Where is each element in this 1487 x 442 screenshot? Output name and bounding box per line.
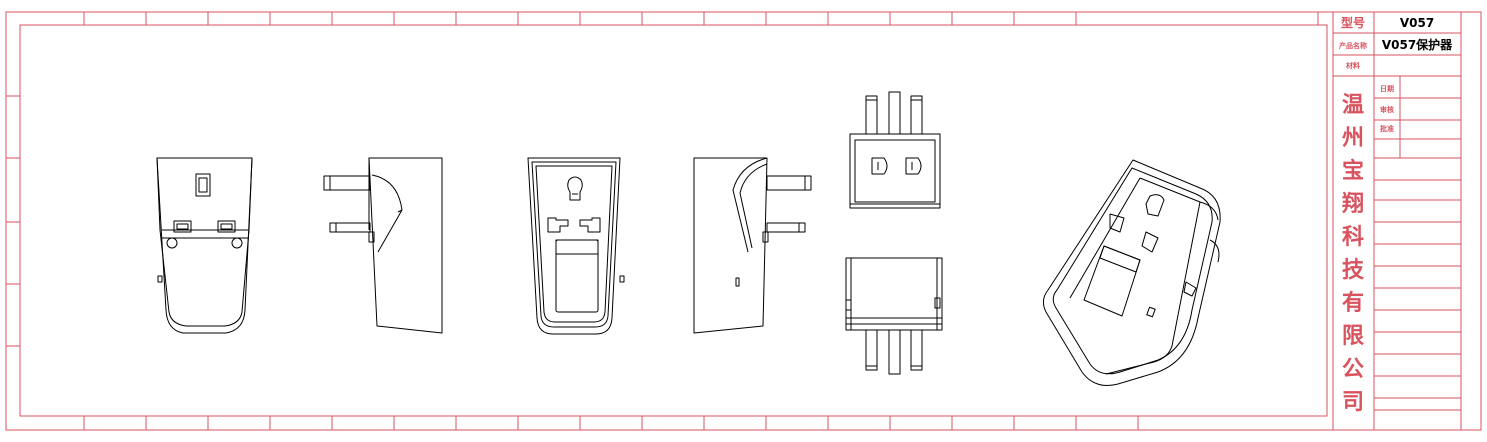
company-char: 限 — [1342, 324, 1364, 349]
front-view — [156, 157, 253, 334]
bottom-zone-ticks — [83, 416, 1139, 430]
company-char: 有 — [1342, 290, 1364, 316]
company-name: 温 州 宝 翔 科 技 有 限 公 司 — [1341, 93, 1365, 415]
company-char: 技 — [1342, 258, 1365, 283]
pin-top-left — [865, 95, 878, 135]
socket-left — [547, 217, 569, 233]
socket-right — [579, 217, 601, 233]
company-char: 宝 — [1342, 158, 1364, 184]
earth-slot — [195, 173, 211, 197]
outlet-left — [871, 157, 888, 175]
company-char: 温 — [1342, 93, 1364, 118]
shutter-circle-right — [231, 237, 243, 249]
bottom-view — [845, 257, 943, 375]
earth-pin — [766, 175, 812, 191]
title-block: 型号 V057 产品名称 V057保护器 材料 日期 审核 批准 温 州 宝 翔… — [1332, 11, 1462, 431]
pin-bottom-center — [888, 329, 901, 375]
earth-socket — [567, 176, 583, 201]
company-char: 州 — [1342, 126, 1364, 151]
top-view — [849, 91, 941, 209]
pin-bottom-left — [865, 329, 878, 371]
iso-earth-socket — [1145, 194, 1165, 217]
right-side-view — [693, 157, 812, 334]
iso-socket-right — [1141, 231, 1159, 253]
product-name-value: V057保护器 — [1382, 37, 1453, 52]
company-char: 司 — [1342, 390, 1364, 415]
company-char: 公 — [1342, 357, 1364, 382]
left-side-view — [323, 157, 443, 334]
indicator-window — [555, 239, 599, 313]
power-pin — [766, 222, 806, 233]
iso-socket-left — [1109, 213, 1125, 233]
model-value: V057 — [1400, 16, 1434, 30]
left-zone-ticks — [6, 95, 20, 347]
pin-top-right — [910, 95, 923, 135]
earth-pin — [323, 175, 371, 191]
outlet-right — [905, 157, 922, 175]
live-slot — [173, 220, 192, 233]
isometric-view — [1042, 159, 1221, 386]
rear-view — [527, 157, 625, 335]
review-label: 审核 — [1380, 105, 1394, 114]
product-name-label: 产品名称 — [1339, 41, 1367, 50]
drawing-frame — [5, 11, 1482, 431]
shutter-circle-left — [166, 237, 178, 249]
model-label: 型号 — [1341, 15, 1365, 30]
approve-label: 批准 — [1380, 124, 1394, 133]
pin-bottom-right — [910, 329, 923, 371]
top-zone-ticks — [83, 12, 1319, 25]
date-label: 日期 — [1380, 84, 1394, 93]
company-char: 翔 — [1341, 191, 1364, 217]
company-char: 科 — [1342, 225, 1364, 250]
material-label: 材料 — [1345, 61, 1360, 70]
pin-top-center — [888, 91, 901, 135]
power-pin — [329, 222, 371, 233]
neutral-slot — [217, 220, 236, 233]
